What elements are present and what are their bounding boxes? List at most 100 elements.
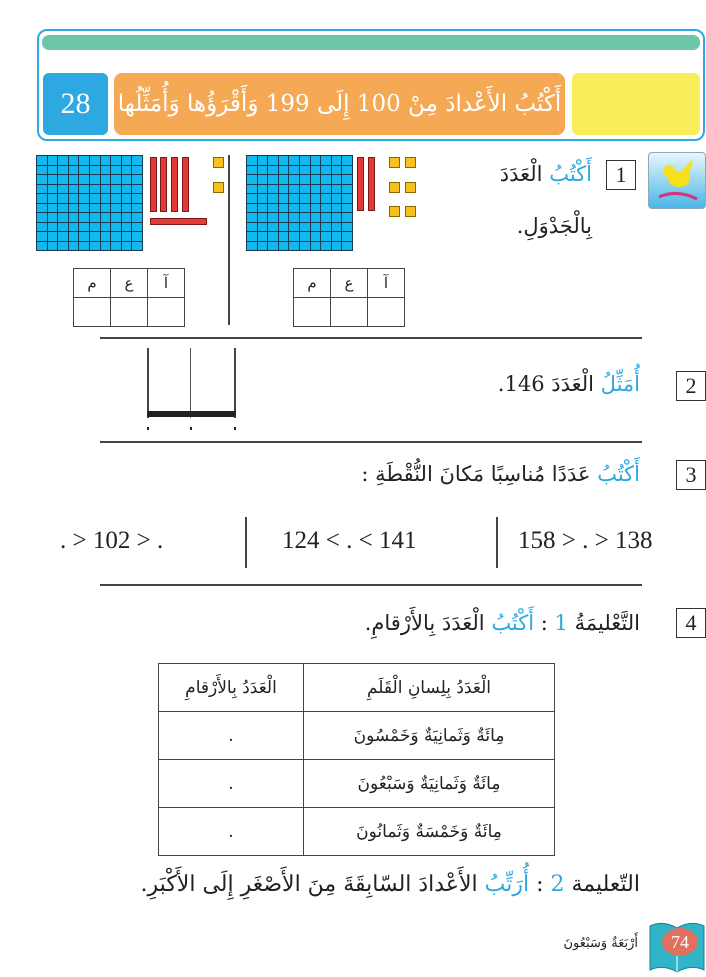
row-answer[interactable]: .	[158, 759, 304, 808]
grid-cell	[310, 156, 321, 165]
grid-cell	[100, 175, 111, 184]
grid-cell	[321, 184, 331, 193]
grid-cell	[68, 184, 79, 193]
grid-cell	[68, 203, 79, 212]
grid-cell	[268, 175, 278, 184]
separator	[100, 441, 642, 443]
grid-cell	[121, 184, 132, 193]
grid-cell	[321, 203, 331, 212]
divider	[245, 517, 247, 568]
grid-cell	[132, 213, 142, 222]
grid-cell	[58, 241, 68, 250]
answer-cell[interactable]	[330, 297, 368, 327]
grid-cell	[300, 184, 310, 193]
row-words: مِائَةٌ وَخَمْسَةٌ وَثَمانُونَ	[303, 807, 555, 856]
grid-cell	[278, 213, 289, 222]
grid-cell	[58, 232, 68, 241]
answer-cell[interactable]	[367, 297, 405, 327]
grid-cell	[342, 184, 352, 193]
grid-cell	[68, 165, 79, 174]
grid-cell	[331, 213, 342, 222]
grid-cell	[300, 165, 310, 174]
comparison-1[interactable]: . > 102 > .	[60, 527, 164, 554]
grid-cell	[257, 165, 268, 174]
answer-cell[interactable]	[147, 297, 185, 327]
grid-cell	[90, 213, 100, 222]
grid-cell	[331, 165, 342, 174]
comparison-3[interactable]: 158 > . > 138	[518, 527, 653, 554]
grid-cell	[100, 232, 111, 241]
grid-cell	[47, 203, 58, 212]
abacus[interactable]	[147, 348, 237, 430]
grid-cell	[58, 213, 68, 222]
grid-cell	[342, 232, 352, 241]
grid-cell	[268, 165, 278, 174]
grid-cell	[132, 232, 142, 241]
grid-cell	[289, 241, 299, 250]
comparison-2[interactable]: 124 < . < 141	[282, 527, 417, 554]
grid-cell	[300, 222, 310, 231]
grid-cell	[321, 241, 331, 250]
exercise-4-number: 4	[676, 608, 706, 638]
grid-cell	[79, 165, 89, 174]
grid-cell	[111, 175, 121, 184]
grid-cell	[132, 241, 142, 250]
grid-cell	[47, 175, 58, 184]
unit-cube	[389, 157, 400, 168]
exercise-2-number: 2	[676, 371, 706, 401]
grid-cell	[278, 156, 289, 165]
grid-cell	[58, 165, 68, 174]
grid-cell	[90, 175, 100, 184]
grid-cell	[100, 241, 111, 250]
grid-cell	[268, 156, 278, 165]
answer-cell[interactable]	[293, 297, 331, 327]
grid-cell	[100, 213, 111, 222]
grid-cell	[111, 184, 121, 193]
grid-cell	[257, 232, 268, 241]
grid-cell	[278, 194, 289, 203]
grid-cell	[278, 175, 289, 184]
grid-cell	[257, 194, 268, 203]
grid-cell	[58, 156, 68, 165]
grid-cell	[268, 232, 278, 241]
grid-cell	[247, 232, 257, 241]
grid-cell	[289, 222, 299, 231]
grid-cell	[68, 175, 79, 184]
text: عَدَدًا مُناسِبًا مَكانَ النُّقْطَةِ :	[361, 462, 598, 486]
num: 2	[550, 872, 565, 897]
sep: :	[534, 611, 555, 635]
text: الْعَدَدَ بِالأَرْقامِ.	[364, 611, 492, 635]
bird-icon	[648, 152, 706, 209]
label: التَّعْليمَةُ	[567, 611, 640, 635]
separator	[100, 584, 642, 586]
hundred-block-right	[246, 155, 353, 251]
grid-cell	[111, 156, 121, 165]
grid-cell	[68, 194, 79, 203]
unit-cube	[213, 182, 224, 193]
grid-cell	[310, 194, 321, 203]
header-digits: الْعَدَدُ بِالأَرْقامِ	[158, 663, 304, 712]
text: الأَعْدادَ السّابِقَةَ مِنَ الأَصْغَرِ إ…	[140, 872, 485, 897]
row-answer[interactable]: .	[158, 711, 304, 760]
header-tens: ع	[110, 268, 148, 298]
grid-cell	[331, 156, 342, 165]
grid-cell	[289, 165, 299, 174]
header-words: الْعَدَدُ بِلِسانِ الْقَلَمِ	[303, 663, 555, 712]
row-answer[interactable]: .	[158, 807, 304, 856]
grid-cell	[100, 165, 111, 174]
grid-cell	[342, 175, 352, 184]
answer-cell[interactable]	[110, 297, 148, 327]
grid-cell	[289, 184, 299, 193]
grid-cell	[289, 213, 299, 222]
grid-cell	[321, 213, 331, 222]
grid-cell	[47, 165, 58, 174]
grid-cell	[111, 222, 121, 231]
grid-cell	[321, 194, 331, 203]
grid-cell	[58, 184, 68, 193]
verb: أَكْتُبُ	[549, 162, 592, 186]
grid-cell	[100, 222, 111, 231]
grid-cell	[37, 194, 47, 203]
answer-cell[interactable]	[73, 297, 111, 327]
grid-cell	[342, 213, 352, 222]
